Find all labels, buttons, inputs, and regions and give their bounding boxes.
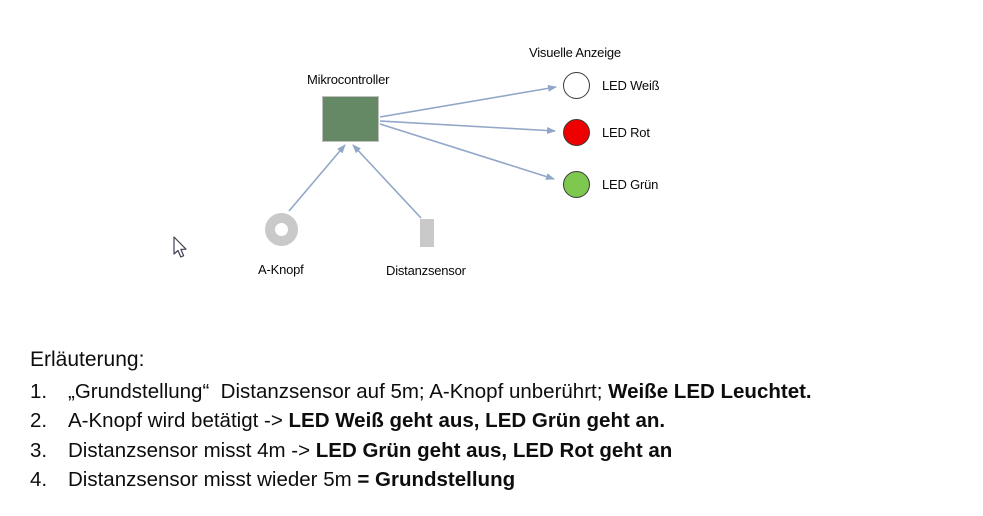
list-item: 2. A-Knopf wird betätigt -> LED Weiß geht… — [30, 406, 974, 435]
mouse-cursor — [173, 236, 187, 258]
distance-sensor-label: Distanzsensor — [386, 263, 466, 278]
item-number: 2. — [30, 409, 48, 433]
led-gruen-label: LED Grün — [602, 176, 659, 192]
list-item: 1. „Grundstellung“ Distanzsensor auf 5m; … — [30, 377, 974, 406]
explanation-section: Erläuterung: 1. „Grundstellung“ Distanzse… — [30, 347, 974, 495]
item-number: 4. — [30, 468, 48, 492]
led-rot-label: LED Rot — [602, 124, 650, 140]
item-text-segment: = Grundstellung — [357, 468, 516, 492]
item-text: A-Knopf wird betätigt -> LED Weiß geht a… — [68, 406, 665, 435]
arrow-knopf-to-mc — [288, 144, 346, 212]
item-text-segment: Distanzsensor misst wieder 5m — [68, 468, 358, 492]
item-text-segment: LED Weiß geht aus, LED Grün geht an. — [288, 409, 666, 433]
item-text: „Grundstellung“ Distanzsensor auf 5m; A-… — [68, 377, 812, 406]
list-item: 3. Distanzsensor misst 4m -> LED Grün geh… — [30, 436, 974, 465]
led-row: LED Grün — [563, 170, 659, 198]
led-rot-circle — [563, 118, 590, 146]
list-item: 4. Distanzsensor misst wieder 5m = Grunds… — [30, 465, 974, 494]
item-text: Distanzsensor misst 4m -> LED Grün geht … — [68, 436, 672, 465]
arrow-mc-to-led-weiss — [379, 84, 557, 118]
distance-sensor-shape — [420, 219, 434, 247]
led-weiss-circle — [563, 71, 590, 99]
item-text-segment: A-Knopf wird betätigt -> — [68, 409, 289, 433]
explanation-list: 1. „Grundstellung“ Distanzsensor auf 5m; … — [30, 377, 974, 495]
arrow-mc-to-led-rot — [379, 120, 556, 135]
explanation-heading: Erläuterung: — [30, 348, 145, 371]
microcontroller-label: Mikrocontroller — [307, 72, 390, 87]
a-knopf-label: A-Knopf — [258, 262, 304, 277]
led-row: LED Weiß — [563, 71, 660, 99]
arrow-sensor-to-mc — [352, 144, 422, 219]
led-weiss-label: LED Weiß — [602, 77, 660, 93]
item-text-segment: Weiße LED Leuchtet. — [608, 380, 812, 403]
microcontroller-box — [322, 96, 379, 142]
item-number: 1. — [30, 380, 48, 403]
led-row: LED Rot — [563, 118, 650, 146]
visual-display-title: Visuelle Anzeige — [529, 45, 621, 60]
item-number: 3. — [30, 438, 48, 462]
item-text-segment: LED Grün geht aus, LED Rot geht an — [315, 438, 673, 462]
arrow-mc-to-led-gruen — [379, 123, 555, 180]
a-knopf-ring — [265, 213, 298, 246]
item-text-segment: „Grundstellung“ Distanzsensor auf 5m; A-… — [68, 380, 609, 403]
item-text-segment: Distanzsensor misst 4m -> — [68, 438, 316, 462]
led-gruen-circle — [563, 170, 590, 198]
item-text: Distanzsensor misst wieder 5m = Grundste… — [68, 465, 515, 494]
